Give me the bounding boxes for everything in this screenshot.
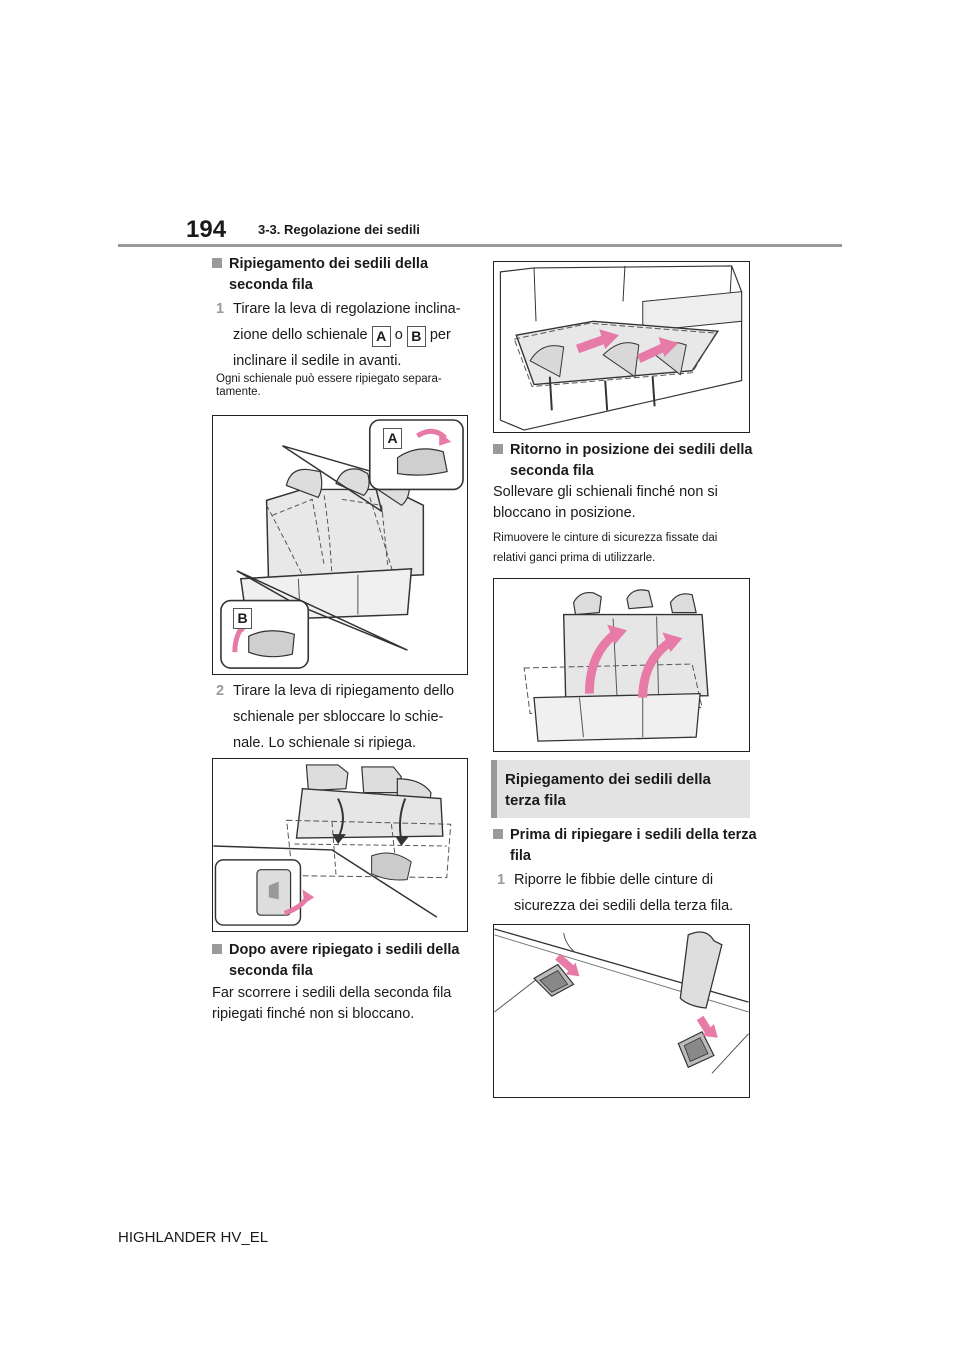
step-number: 1 <box>497 872 506 888</box>
figure-raise-seatbacks <box>493 578 750 752</box>
step-number: 1 <box>216 301 225 317</box>
note-fold-separately: Ogni schienale può essere ripiegato sepa… <box>216 373 442 398</box>
bullet-square-icon <box>212 944 222 954</box>
bullet-square-icon <box>493 444 503 454</box>
page-number: 194 <box>186 216 227 243</box>
body-raise-seatbacks: Sollevare gli schienali finché non si bl… <box>493 484 718 521</box>
step-2: 2 Tirare la leva di ripiegamento dello s… <box>216 678 495 756</box>
body-slide-seats: Far scorrere i sedili della seconda fila… <box>212 985 452 1022</box>
heading-after-folding: Dopo avere ripiegato i sedili della seco… <box>212 940 479 982</box>
callout-a-label: A <box>383 428 402 449</box>
figure-slide-seats <box>493 261 750 433</box>
banner-accent-bar <box>491 760 497 818</box>
header-divider <box>118 244 842 247</box>
key-a-icon: A <box>371 326 391 347</box>
key-b-icon: B <box>406 326 426 347</box>
banner-title: Ripiegamento dei sedili della terza fila <box>505 771 711 809</box>
step-store-buckles: 1 Riporre le fibbie delle cinture di sic… <box>497 867 762 919</box>
bullet-square-icon <box>493 829 503 839</box>
figure-fold-seatback <box>212 758 468 932</box>
bullet-square-icon <box>212 258 222 268</box>
heading-fold-second-row: Ripiegamento dei sedili della seconda fi… <box>212 254 479 296</box>
heading-return-position: Ritorno in posizione dei sedili della se… <box>493 440 760 482</box>
figure-store-buckles <box>493 924 750 1098</box>
footer-model: HIGHLANDER HV_EL <box>118 1229 269 1246</box>
heading-before-third-row: Prima di ripiegare i sedili della terza … <box>493 825 760 867</box>
section-banner-third-row: Ripiegamento dei sedili della terza fila <box>491 760 750 818</box>
section-title: 3-3. Regolazione dei sedili <box>258 222 420 237</box>
figure-recline-levers: A B <box>212 415 468 675</box>
step-1: 1 Tirare la leva di regolazione inclina-… <box>216 296 495 374</box>
step-number: 2 <box>216 683 225 699</box>
note-remove-belts: Rimuovere le cinture di sicurezza fissat… <box>493 532 718 564</box>
callout-b-label: B <box>233 608 252 629</box>
